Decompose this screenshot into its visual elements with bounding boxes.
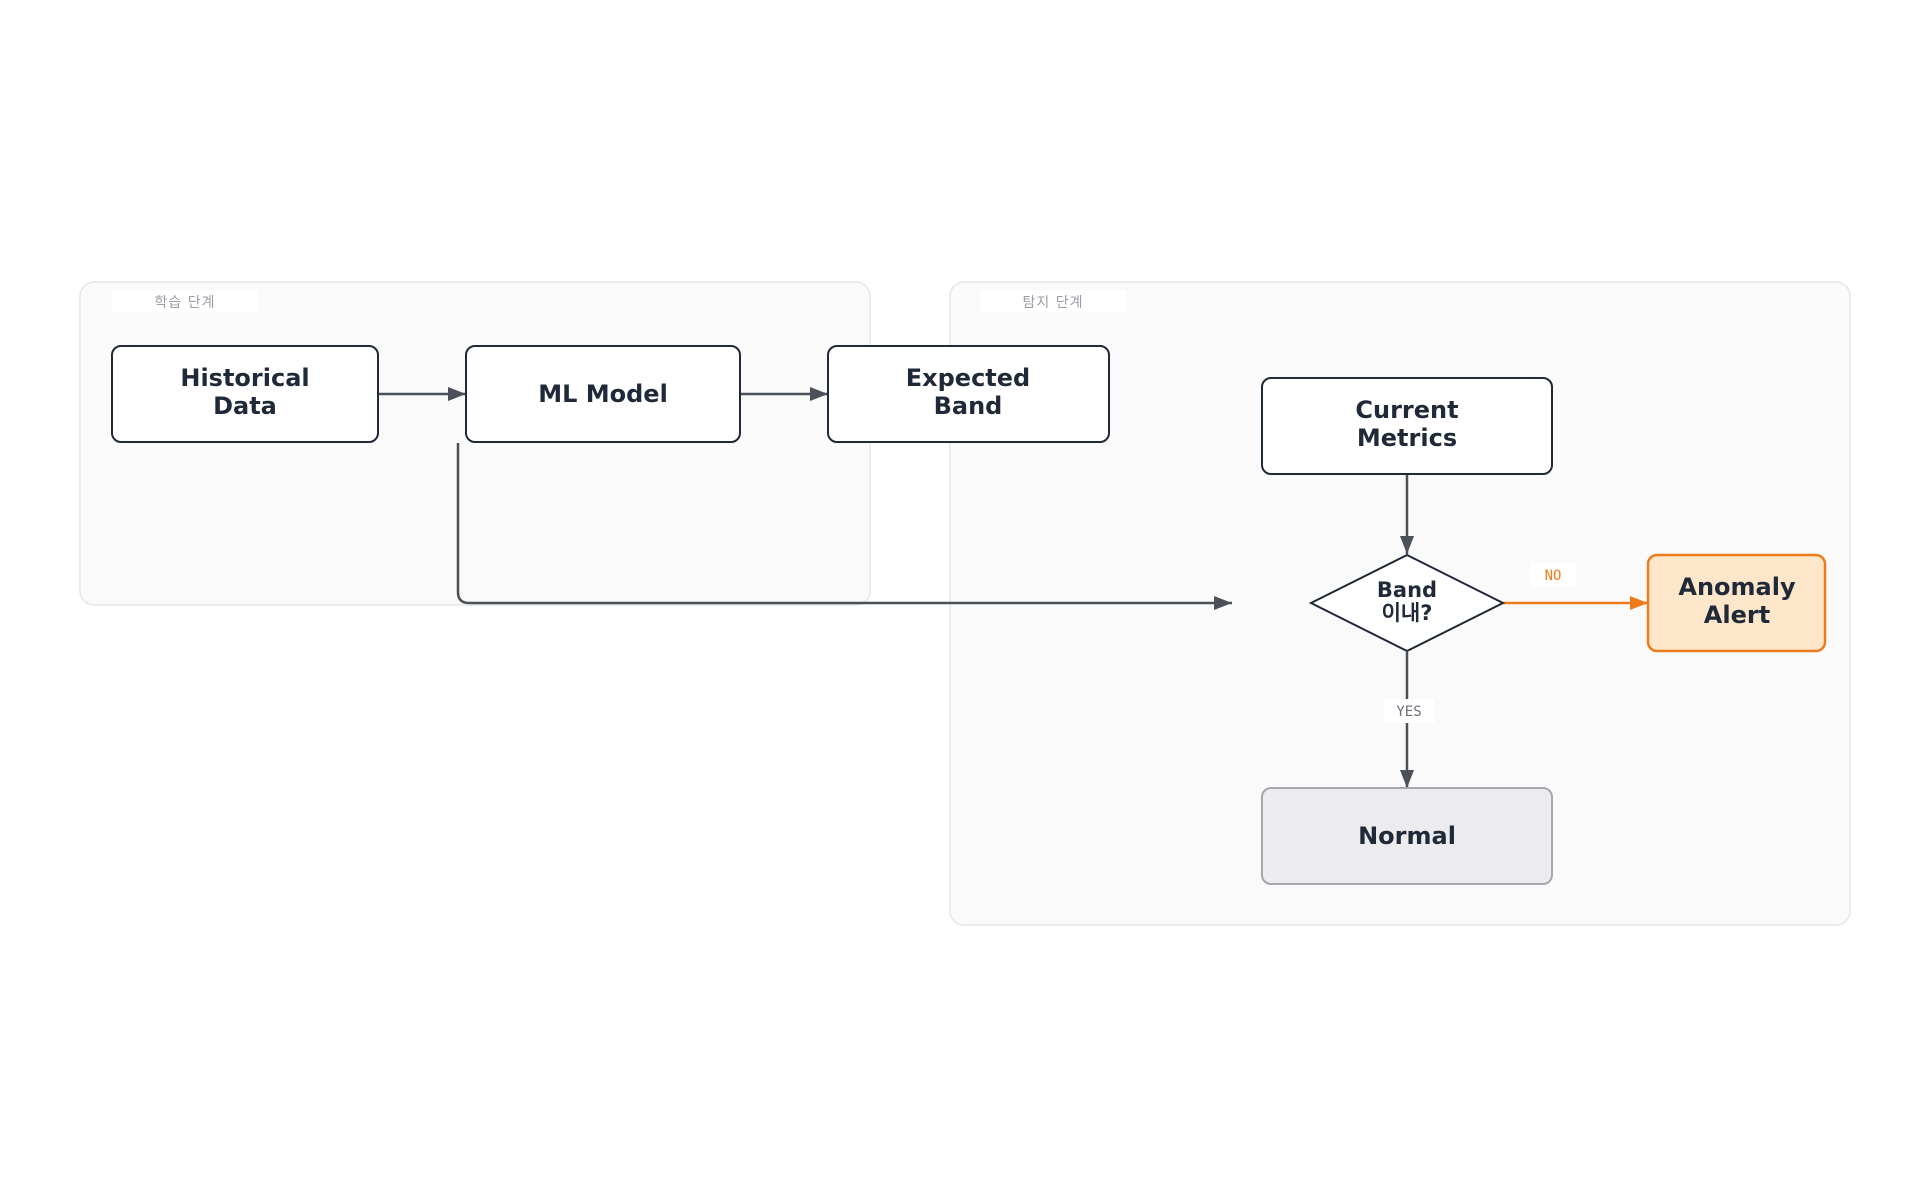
edge-model-to-decision <box>456 443 1232 610</box>
node-historical-data-line2: Data <box>213 392 277 420</box>
node-ml-model-label: ML Model <box>538 380 668 408</box>
node-ml-model-box[interactable] <box>465 345 741 443</box>
edges: NO YES <box>378 387 1648 788</box>
edge-label-yes: YES <box>1396 704 1421 720</box>
node-current-metrics-line2: Metrics <box>1357 424 1457 452</box>
group-training: 학습 단계 <box>79 281 871 606</box>
group-training-label: 학습 단계 <box>155 295 216 311</box>
node-normal[interactable]: Normal <box>1261 787 1553 885</box>
node-decision-line1: Band <box>1377 578 1437 602</box>
group-training-box <box>79 281 871 606</box>
node-decision-line2: 이내? <box>1382 601 1433 625</box>
node-current-metrics-box[interactable] <box>1261 377 1553 475</box>
edge-label-no: NO <box>1545 568 1562 584</box>
node-decision-diamond[interactable] <box>1308 553 1506 653</box>
node-decision[interactable]: Band 이내? <box>1308 553 1506 653</box>
node-normal-box[interactable] <box>1261 787 1553 885</box>
group-training-label-bg <box>112 290 258 312</box>
node-ml-model[interactable]: ML Model <box>465 345 741 443</box>
node-expected-band-line2: Band <box>934 392 1003 420</box>
group-detection-label: 탐지 단계 <box>1023 295 1084 311</box>
node-current-metrics[interactable]: Current Metrics <box>1261 377 1553 475</box>
edge-label-no-bg <box>1530 563 1576 587</box>
node-historical-data-box[interactable] <box>111 345 379 443</box>
node-historical-data-line1: Historical <box>180 364 309 392</box>
node-current-metrics-line1: Current <box>1355 396 1458 424</box>
group-detection-label-bg <box>980 290 1126 312</box>
node-anomaly-alert[interactable]: Anomaly Alert <box>1646 553 1827 653</box>
node-expected-band-line1: Expected <box>906 364 1031 392</box>
node-anomaly-alert-line2: Alert <box>1704 601 1770 629</box>
node-expected-band-box[interactable] <box>827 345 1110 443</box>
node-normal-label: Normal <box>1358 822 1456 850</box>
edge-label-yes-bg <box>1384 699 1434 723</box>
node-expected-band[interactable]: Expected Band <box>827 345 1110 443</box>
node-historical-data[interactable]: Historical Data <box>111 345 379 443</box>
node-anomaly-alert-box[interactable] <box>1646 553 1827 653</box>
node-anomaly-alert-line1: Anomaly <box>1678 573 1796 601</box>
